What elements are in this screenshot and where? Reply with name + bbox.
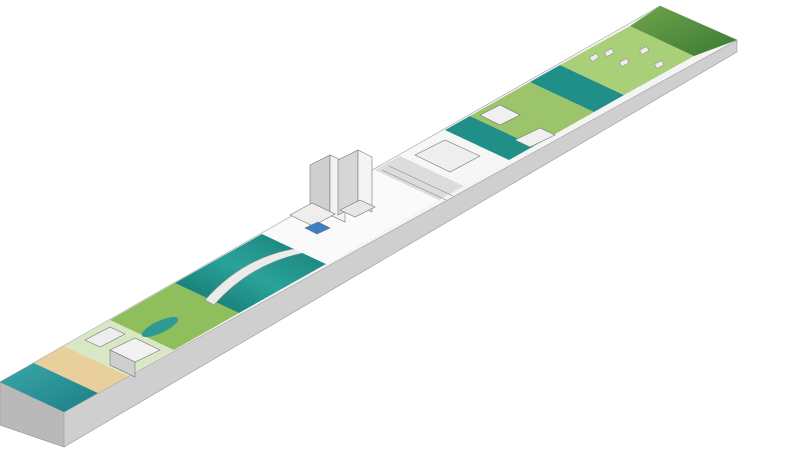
- rail-line: [381, 169, 447, 201]
- downtown-plaza: [262, 170, 439, 264]
- rail-line: [388, 165, 454, 197]
- beach-zone: [34, 346, 128, 393]
- industrial-building: [479, 104, 521, 126]
- ocean-zone: [0, 363, 98, 412]
- golf-pond: [141, 316, 179, 338]
- industrial-zone: [470, 82, 594, 146]
- commercial-building: [414, 139, 481, 173]
- resort-hotels: [84, 326, 161, 378]
- canal-zone: [445, 116, 534, 160]
- suburban-houses: [589, 46, 665, 69]
- rail-corridor-zone: [375, 156, 464, 200]
- downtown-towers: [289, 149, 376, 235]
- industrial-water: [530, 65, 624, 112]
- forest-zone: [630, 6, 737, 56]
- industrial-building: [514, 127, 556, 148]
